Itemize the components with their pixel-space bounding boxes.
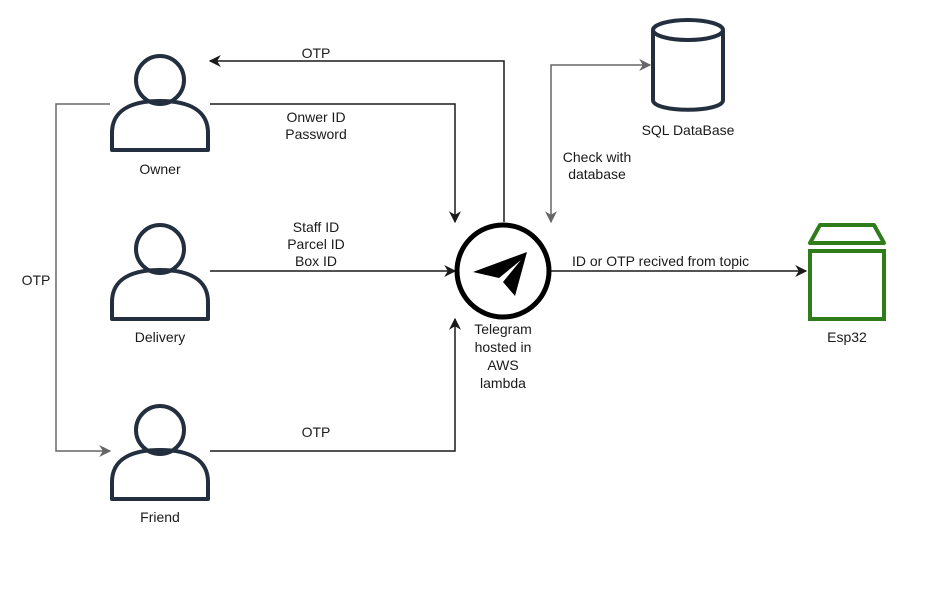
node-label-telegram-line-3: AWS <box>487 357 518 373</box>
node-label-delivery: Delivery <box>135 329 186 345</box>
edge-telegram-database <box>545 59 652 224</box>
edge-labels: OTP Onwer ID Password Staff ID Parcel ID… <box>22 45 750 440</box>
iot-thing-icon <box>808 223 886 321</box>
node-owner: Owner <box>110 54 210 177</box>
edge-label-telegram-to-esp32: ID or OTP recived from topic <box>572 253 749 269</box>
node-label-owner: Owner <box>139 161 181 177</box>
edges <box>55 55 808 457</box>
node-esp32: Esp32 <box>808 223 886 345</box>
edge-owner-to-telegram <box>210 103 461 224</box>
edge-label-owner-line-2: Password <box>285 126 346 142</box>
edge-label-delivery-line-2: Parcel ID <box>287 236 345 252</box>
node-database: SQL DataBase <box>642 18 735 138</box>
edge-owner-to-friend <box>55 103 112 457</box>
edge-label-telegram-to-owner: OTP <box>302 45 331 61</box>
node-label-telegram-line-1: Telegram <box>474 321 532 337</box>
edge-label-friend-to-telegram: OTP <box>302 424 331 440</box>
node-telegram: Telegram hosted in AWS lambda <box>454 222 552 391</box>
node-friend: Friend <box>110 404 210 525</box>
edge-label-delivery-line-3: Box ID <box>295 253 337 269</box>
user-icon <box>110 404 210 501</box>
edge-label-owner-line-1: Onwer ID <box>286 109 345 125</box>
node-label-database: SQL DataBase <box>642 122 735 138</box>
edge-label-database-line-1: Check with <box>563 149 631 165</box>
user-icon <box>110 54 210 152</box>
edge-label-delivery-line-1: Staff ID <box>293 219 339 235</box>
edge-label-owner-to-friend: OTP <box>22 272 51 288</box>
user-icon <box>110 223 210 321</box>
node-label-telegram-line-4: lambda <box>480 375 526 391</box>
node-label-telegram-line-2: hosted in <box>475 339 532 355</box>
node-label-friend: Friend <box>140 509 180 525</box>
node-delivery: Delivery <box>110 223 210 345</box>
edge-label-database-line-2: database <box>568 166 626 182</box>
telegram-icon <box>454 222 552 320</box>
edge-friend-to-telegram <box>210 317 461 452</box>
database-icon <box>651 18 725 112</box>
node-label-esp32: Esp32 <box>827 329 867 345</box>
edge-telegram-to-owner <box>208 55 505 222</box>
